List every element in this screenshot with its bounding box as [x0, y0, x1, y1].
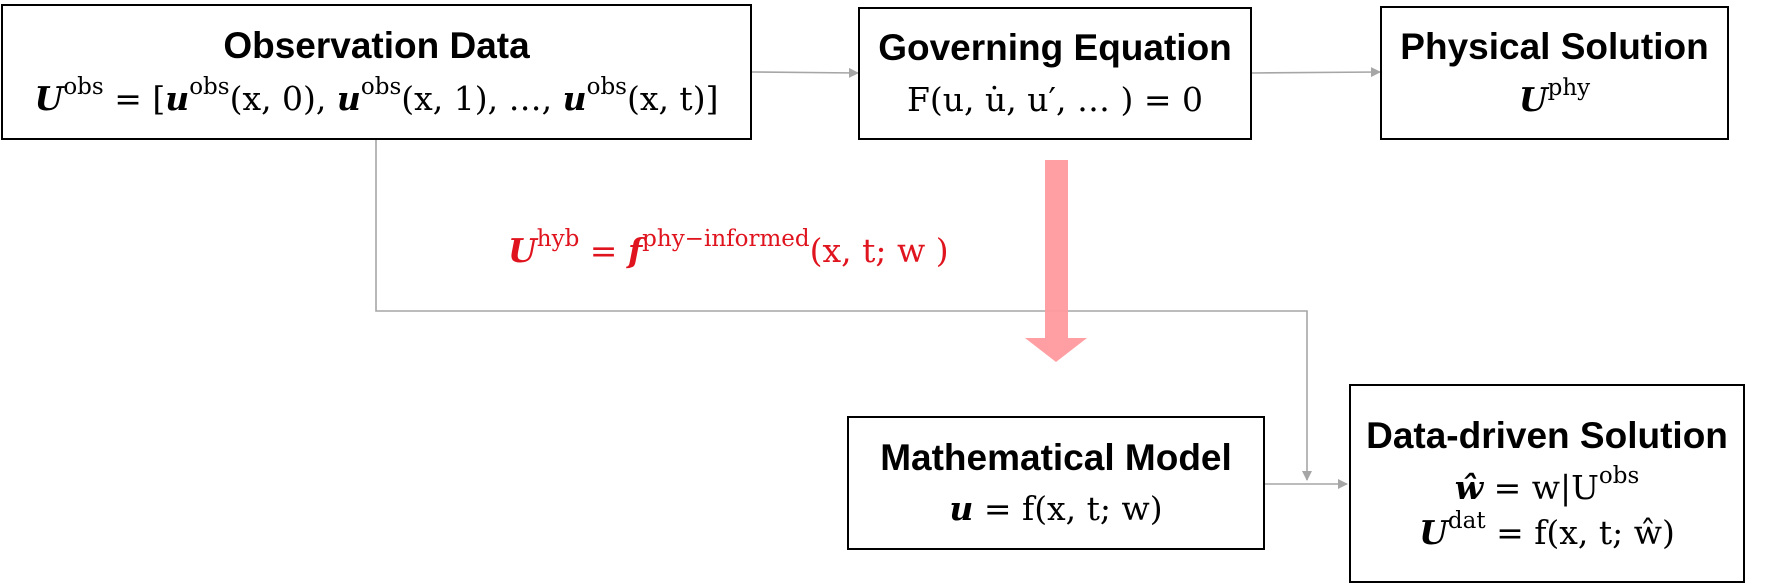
observation-data-title: Observation Data	[223, 25, 530, 67]
obs-lhs-sup: obs	[63, 73, 104, 100]
obs-ellipsis: …	[508, 78, 542, 118]
governing-equation-box: Governing Equation F(u, u̇, u′, … ) = 0	[858, 7, 1252, 140]
mathematical-model-formula: u = f(x, t; w)	[949, 489, 1162, 529]
dd-line2-sup: dat	[1447, 507, 1486, 534]
big-down-arrow	[1025, 160, 1087, 362]
hyb-fn-sup: phy−informed	[642, 226, 810, 252]
observation-equation: Uobs = [uobs(x, 0), uobs(x, 1), …, uobs(…	[34, 73, 719, 118]
hyb-args: (x, t; w )	[809, 231, 949, 270]
math-rhs: = f(x, t; w)	[973, 489, 1163, 529]
obs-term2-args: (x, 1)	[401, 78, 488, 118]
dd-line2-rhs: = f(x, t; ŵ)	[1485, 512, 1675, 552]
hybrid-solution-equation: Uhyb = fphy−informed(x, t; w )	[508, 226, 949, 270]
dd-what: ŵ	[1454, 468, 1484, 508]
obs-rhs-open: = [	[114, 78, 166, 118]
obs-term1-sym: u	[165, 78, 190, 118]
connector-observation-to-data-driven	[375, 140, 1312, 481]
obs-term3-sym: u	[562, 78, 587, 118]
dd-line2-sym: U	[1419, 512, 1448, 552]
obs-term1-sup: obs	[189, 73, 230, 100]
obs-lhs-symbol: U	[34, 78, 64, 118]
dd-line1-sup: obs	[1598, 463, 1640, 490]
obs-term3-sup: obs	[586, 73, 627, 100]
hyb-sup: hyb	[536, 226, 580, 252]
governing-equation-formula: F(u, u̇, u′, … ) = 0	[907, 79, 1203, 119]
data-driven-solution-box: Data-driven Solution ŵ = w|Uobs Udat = f…	[1349, 384, 1745, 583]
hyb-eq-sign: =	[579, 231, 628, 270]
mathematical-model-box: Mathematical Model u = f(x, t; w)	[847, 416, 1265, 550]
physical-solution-box: Physical Solution Uphy	[1380, 6, 1729, 140]
mathematical-model-title: Mathematical Model	[880, 436, 1232, 478]
math-lhs: u	[949, 489, 974, 529]
dd-line1-mid: = w|U	[1483, 468, 1599, 508]
physical-solution-formula: Uphy	[1518, 75, 1590, 120]
phy-sup: phy	[1547, 74, 1591, 101]
hyb-fn: f	[627, 231, 643, 270]
arrow-observation-to-governing	[751, 67, 859, 78]
obs-term2-sym: u	[336, 78, 361, 118]
hyb-symbol: U	[508, 231, 537, 270]
data-driven-line1: ŵ = w|Uobs	[1454, 463, 1640, 508]
observation-data-box: Observation Data Uobs = [uobs(x, 0), uob…	[1, 4, 752, 140]
data-driven-solution-title: Data-driven Solution	[1366, 414, 1728, 456]
obs-term2-sup: obs	[360, 73, 402, 100]
data-driven-line2: Udat = f(x, t; ŵ)	[1419, 508, 1675, 553]
arrow-governing-to-physical	[1251, 67, 1381, 78]
obs-term3-args: (x, t)	[626, 78, 706, 118]
governing-equation-title: Governing Equation	[878, 27, 1232, 69]
obs-term1-args: (x, 0)	[229, 78, 316, 118]
phy-symbol: U	[1518, 79, 1548, 119]
physical-solution-title: Physical Solution	[1400, 26, 1709, 68]
